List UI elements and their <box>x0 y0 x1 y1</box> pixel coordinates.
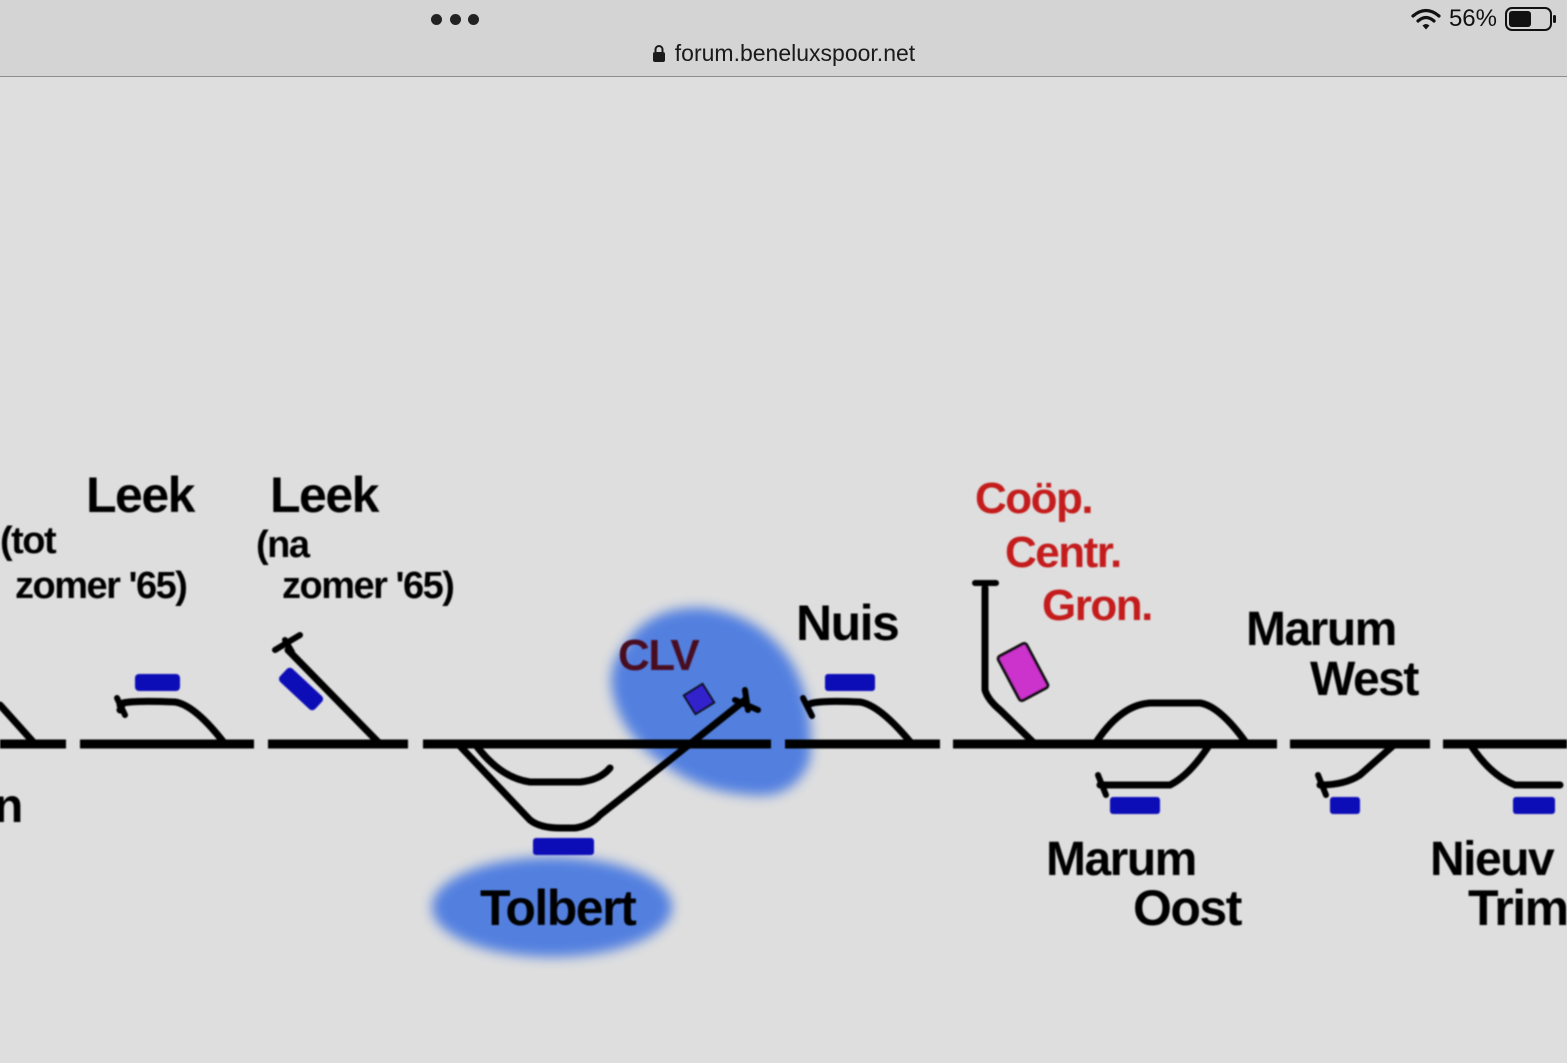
station-leek-new-note-2: zomer '65) <box>282 565 453 607</box>
buffer-stops <box>114 580 1329 798</box>
address-bar[interactable]: forum.beneluxspoor.net <box>0 38 1567 68</box>
label-coop-2: Centr. <box>1005 528 1121 577</box>
browser-toolbar: forum.beneluxspoor.net 56% <box>0 0 1567 77</box>
label-coop-3: Gron. <box>1042 581 1152 630</box>
track-diagram: n Leek (tot zomer '65) Leek (na zomer '6… <box>0 467 1567 957</box>
platform-nuis <box>825 674 875 691</box>
station-leek-old-name: Leek <box>86 467 196 523</box>
station-partial-left: n <box>0 780 22 833</box>
station-leek-old-note-1: (tot <box>0 520 57 562</box>
station-leek-new-note-1: (na <box>256 524 311 566</box>
platform-marum-oost <box>1110 797 1160 814</box>
status-bar: 56% <box>1411 4 1557 34</box>
station-nieuw-trim-1: Nieuv <box>1430 833 1555 886</box>
station-nieuw-trim-2: Trim <box>1468 880 1567 936</box>
station-leek-new-name: Leek <box>270 467 380 523</box>
platform-leek-old <box>135 674 180 691</box>
station-marum-oost-2: Oost <box>1133 880 1243 936</box>
platform-tolbert <box>533 838 594 855</box>
coop-building <box>996 641 1050 703</box>
platform-nieuw-trim <box>1513 797 1555 814</box>
platform-leek-new <box>278 667 324 711</box>
station-marum-west-1: Marum <box>1246 603 1396 656</box>
battery-icon <box>1505 7 1556 31</box>
station-marum-west-2: West <box>1310 653 1419 706</box>
clv-building <box>682 682 716 716</box>
station-leek-old-note-2: zomer '65) <box>15 565 186 607</box>
highlight-tolbert <box>432 857 672 957</box>
lock-icon <box>652 45 665 62</box>
label-coop-1: Coöp. <box>975 474 1092 523</box>
track-diagram-area: n Leek (tot zomer '65) Leek (na zomer '6… <box>0 78 1567 985</box>
station-marum-oost-1: Marum <box>1046 833 1196 886</box>
battery-percent: 56% <box>1448 5 1497 32</box>
wifi-icon <box>1411 8 1441 30</box>
station-tolbert: Tolbert <box>480 880 637 936</box>
station-nuis: Nuis <box>796 595 898 651</box>
url-text: forum.beneluxspoor.net <box>674 39 916 66</box>
platforms <box>135 667 1555 855</box>
label-clv: CLV <box>618 631 700 680</box>
platform-marum-west <box>1330 797 1360 814</box>
more-dots-icon[interactable] <box>431 12 479 26</box>
